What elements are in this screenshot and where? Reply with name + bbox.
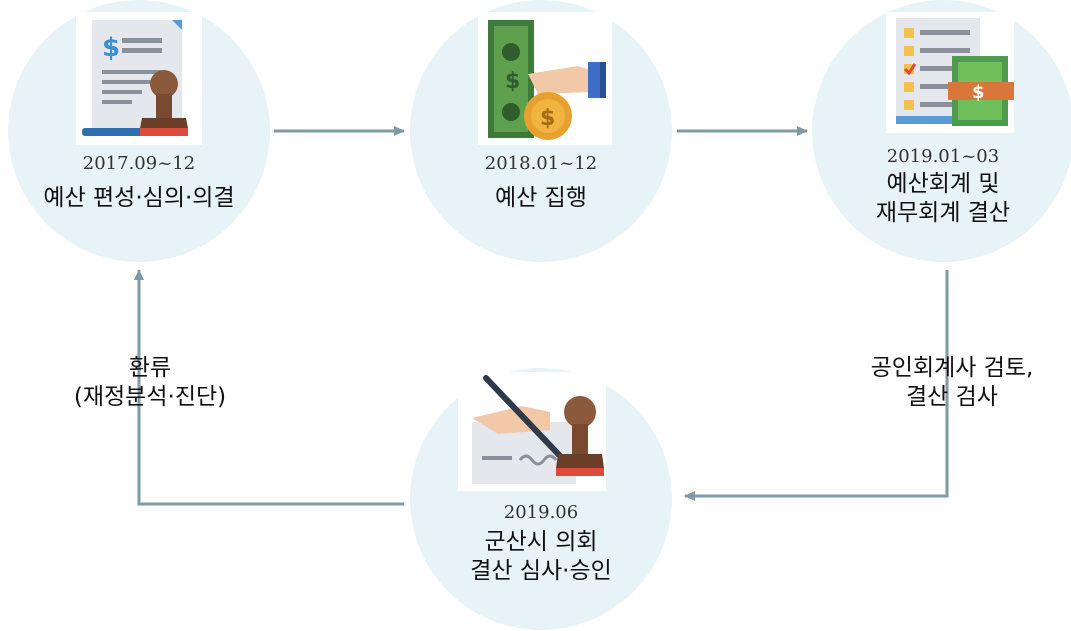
node-label-line: 예산회계 및	[886, 171, 1000, 197]
arrow-approval-to-formation	[134, 269, 404, 506]
edge-label-line: 환류	[128, 355, 172, 381]
money-hand-icon: $ $	[478, 12, 612, 145]
edge-label-feedback: 환류 (재정분석·진단)	[40, 354, 260, 412]
edge-label-line: 결산 검사	[906, 384, 998, 410]
node-label-line: 예산 집행	[495, 185, 587, 211]
node-label-council-approval: 군산시 의회 결산 심사·승인	[402, 528, 680, 586]
node-label-accounts-settlement: 예산회계 및 재무회계 결산	[804, 170, 1071, 228]
ledger-money-icon: $	[886, 12, 1014, 133]
edge-label-line: (재정분석·진단)	[73, 384, 227, 410]
document-stamp-icon: $	[76, 12, 202, 145]
node-date-accounts-settlement: 2019.01~03	[886, 146, 1000, 167]
signing-stamp-icon	[458, 372, 606, 491]
node-label-line: 군산시 의회	[484, 529, 598, 555]
svg-text:$: $	[505, 69, 520, 94]
node-label-line: 재무회계 결산	[875, 200, 1011, 226]
svg-text:$: $	[102, 33, 120, 63]
svg-text:$: $	[540, 106, 555, 131]
svg-text:$: $	[972, 82, 985, 103]
node-label-budget-formation: 예산 편성·심의·의결	[0, 184, 278, 213]
node-label-line: 예산 편성·심의·의결	[43, 185, 235, 211]
node-label-line: 결산 심사·승인	[470, 558, 612, 584]
edge-label-cpa-review: 공인회계사 검토, 결산 검사	[842, 354, 1062, 412]
edge-label-line: 공인회계사 검토,	[870, 355, 1034, 381]
node-date-budget-execution: 2018.01~12	[484, 153, 598, 174]
node-date-council-approval: 2019.06	[503, 502, 579, 523]
node-date-budget-formation: 2017.09~12	[82, 153, 196, 174]
node-label-budget-execution: 예산 집행	[402, 184, 680, 213]
arrow-settlement-to-approval	[684, 270, 949, 501]
